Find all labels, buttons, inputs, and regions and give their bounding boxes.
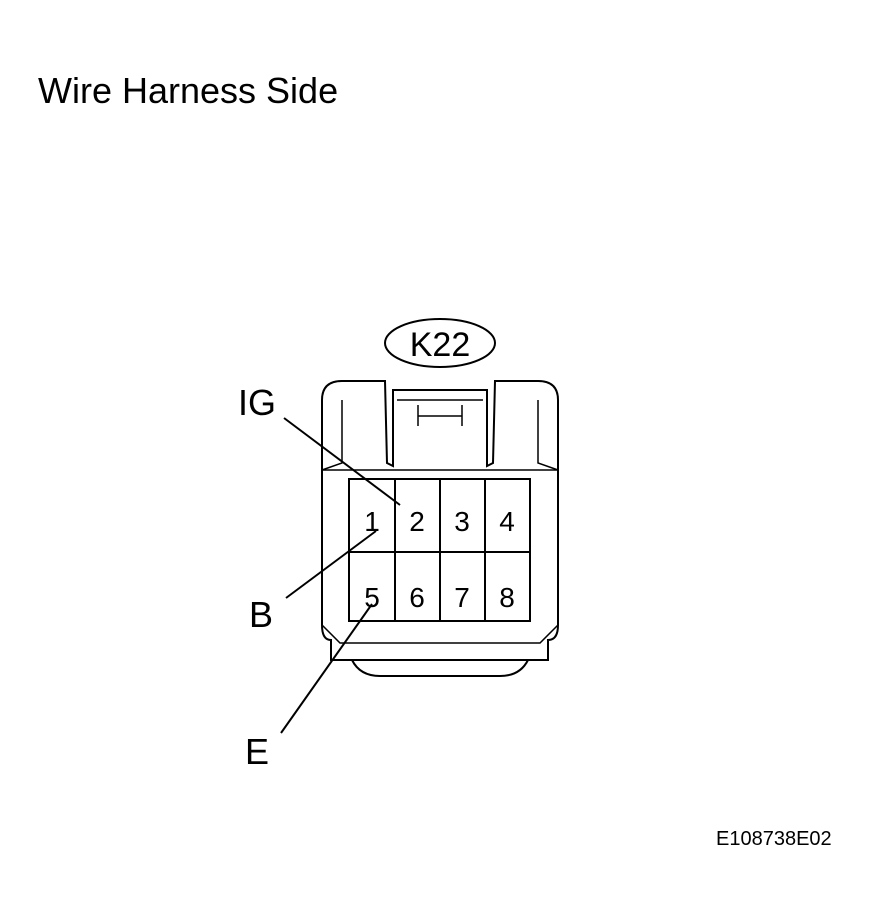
pin-8: 8 [499,582,515,613]
pin-6: 6 [409,582,425,613]
leader-ig [283,417,401,506]
pin-numbers: 1 2 3 4 5 6 7 8 [364,506,515,613]
leader-b [285,530,377,599]
connector-body [321,380,559,677]
pin-3: 3 [454,506,470,537]
figure-code: E108738E02 [716,828,832,850]
wire-label-ig: IG [238,382,276,423]
connector-id-oval [384,318,496,368]
pin-1: 1 [364,506,380,537]
pin-2: 2 [409,506,425,537]
pin-7: 7 [454,582,470,613]
leader-e [280,603,373,734]
pin-5: 5 [364,582,380,613]
wire-label-e: E [245,731,269,772]
connector-id-label: K22 [410,326,471,364]
pin-4: 4 [499,506,515,537]
page-title: Wire Harness Side [38,70,339,111]
wire-label-b: B [249,594,273,635]
